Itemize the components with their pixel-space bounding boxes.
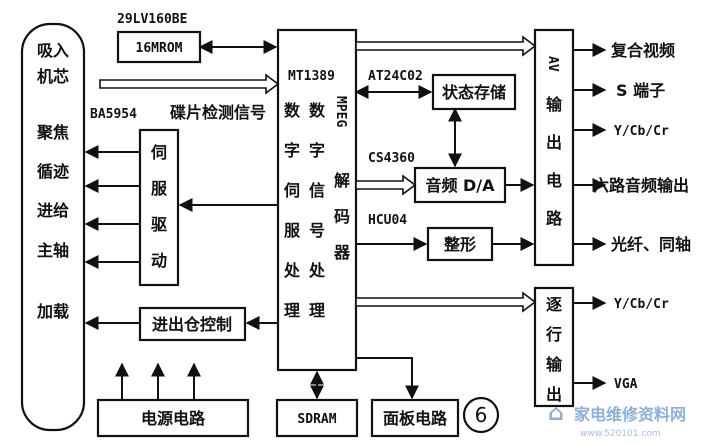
av-rotated-label: AV <box>545 56 560 72</box>
state-storage-label: 状态存储 <box>442 83 506 102</box>
decoder-chip-label: MT1389 <box>288 69 335 84</box>
av-output-label: 输出电路 <box>546 95 563 228</box>
shaper-box <box>426 226 494 262</box>
loader-label: 吸入机芯 <box>37 41 69 86</box>
tray-control-label: 进出仓控制 <box>152 315 232 334</box>
sdram-label: SDRAM <box>297 412 336 427</box>
digital-servo-label: 数字伺服处理 <box>283 101 301 320</box>
watermark-text: 家电维修资料网 <box>574 405 686 424</box>
figure-number-circle <box>462 396 500 434</box>
state-storage-box <box>431 73 517 111</box>
ycbcr-prog-output-label: Y/Cb/Cr <box>614 297 669 312</box>
svideo-output-label: S 端子 <box>616 81 665 100</box>
shaper-label: 整形 <box>443 235 476 254</box>
rom-label: 16MROM <box>136 41 183 56</box>
decoder-to-progressive-hollow-arrow <box>355 291 537 313</box>
audio-dac-box <box>413 166 507 204</box>
optical-coax-output-label: 光纤、同轴 <box>610 235 691 254</box>
rom-box <box>116 30 202 64</box>
loader-functions: 聚焦循迹进给主轴加载 <box>36 123 69 321</box>
mpeg-rotated-label: MPEG <box>333 96 348 127</box>
six-channel-output-label: 六路音频输出 <box>593 176 689 195</box>
decoder-to-panel-arrow <box>356 357 419 400</box>
figure-number: 6 <box>475 403 488 427</box>
disc-detect-signal-label: 碟片检测信号 <box>170 103 266 122</box>
vga-output-label: VGA <box>614 377 638 392</box>
progressive-output-box <box>533 286 575 408</box>
sdram-box <box>275 398 359 438</box>
dac-chip-label: CS4360 <box>368 151 415 166</box>
digital-signal-label: 数字信号处理 <box>308 101 326 320</box>
servo-drive-box <box>138 128 180 287</box>
decoder-box <box>276 28 358 372</box>
ycbcr-av-output-label: Y/Cb/Cr <box>614 124 669 139</box>
watermark-logo-icon: ⌂ <box>548 401 564 426</box>
rom-chip-label: 29LV160BE <box>117 12 187 27</box>
disc-signal-hollow-arrow <box>99 73 280 95</box>
panel-circuit-label: 面板电路 <box>383 409 448 428</box>
watermark-url: www.520101.com <box>580 429 661 439</box>
panel-circuit-box <box>370 398 460 438</box>
servo-chip-label: BA5954 <box>90 107 137 122</box>
power-circuit-box <box>96 398 250 438</box>
audio-dac-label: 音频 D/A <box>425 176 495 195</box>
servo-drive-label: 伺服驱动 <box>150 143 168 270</box>
loader-box <box>20 22 86 432</box>
progressive-output-label: 逐行输出 <box>545 295 563 404</box>
composite-output-label: 复合视频 <box>610 41 675 60</box>
decoder-to-dac-hollow-arrow <box>355 174 417 196</box>
eeprom-chip-label: AT24C02 <box>368 69 423 84</box>
av-output-box <box>533 28 575 267</box>
power-circuit-label: 电源电路 <box>141 409 206 428</box>
mpeg-decoder-label: 解码器 <box>333 171 351 262</box>
decoder-to-av-hollow-arrow <box>355 35 537 57</box>
shaper-chip-label: HCU04 <box>368 213 407 228</box>
